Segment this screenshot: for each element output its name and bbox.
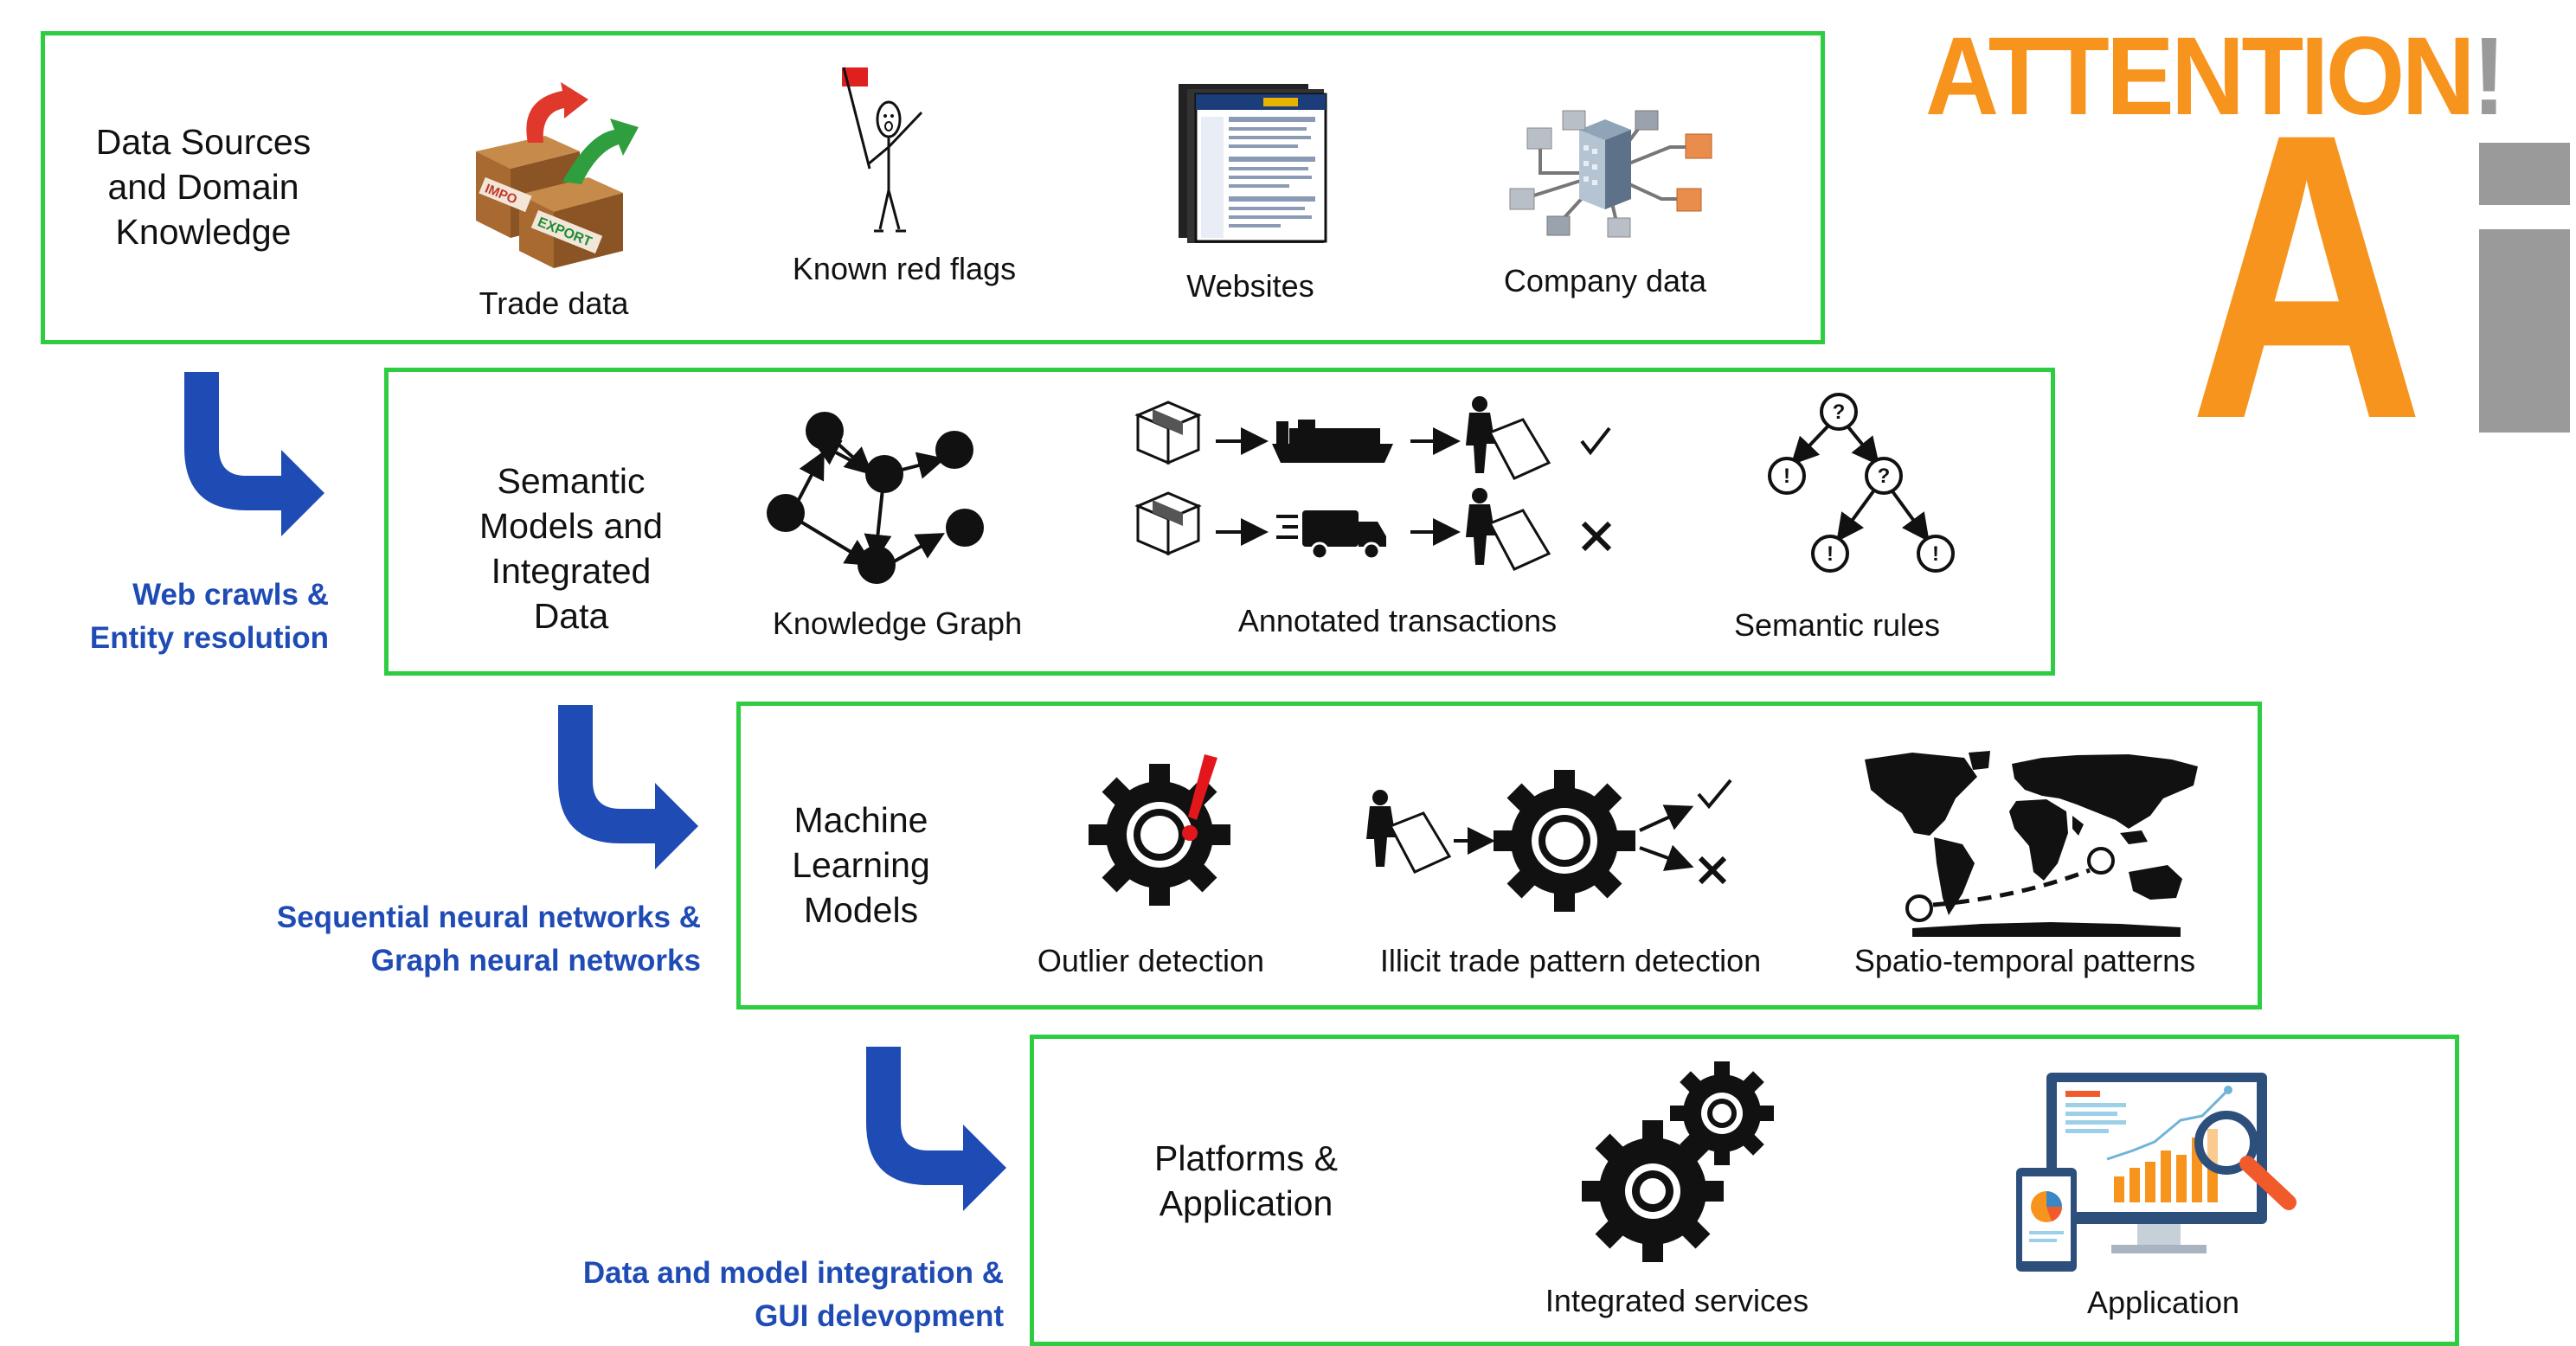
rule-node-exclaim: ! — [1932, 542, 1939, 566]
layer-data-sources-box — [41, 31, 1825, 344]
semantic-rules-tree-icon: ? ! ? ! ! — [1768, 393, 1955, 573]
knowledge-graph-icon — [767, 412, 984, 584]
step-data-model-integration-gui: Data and model integration & GUI delevop… — [582, 1256, 1004, 1333]
caption-annotated-transactions: Annotated transactions — [1237, 603, 1558, 638]
caption-spatio-temporal-patterns: Spatio-temporal patterns — [1853, 943, 2196, 978]
caption-knowledge-graph: Knowledge Graph — [772, 606, 1023, 641]
caption-websites: Websites — [1186, 268, 1314, 304]
package-icon — [1134, 401, 1202, 465]
worker-cart-icon — [1466, 488, 1551, 571]
flow-arrow-1 — [184, 372, 324, 536]
outlier-detection-gear-icon — [1089, 754, 1230, 906]
step-sequential-graph-neural-networks: Sequential neural networks & Graph neura… — [276, 901, 701, 977]
caption-application: Application — [2086, 1285, 2240, 1320]
layer-machine-learning-title: Machine Learning Models — [792, 800, 930, 930]
rule-node-exclaim: ! — [1827, 542, 1834, 566]
caption-trade-data: Trade data — [479, 285, 629, 321]
red-flag-figure-icon — [842, 67, 923, 233]
layer-data-sources-title: Data Sources and Domain Knowledge — [95, 122, 312, 252]
websites-icon — [1179, 84, 1327, 243]
flow-arrow-3 — [866, 1047, 1006, 1211]
brand-bang: ! — [2471, 15, 2506, 138]
rule-node-question: ? — [1878, 465, 1891, 488]
layer-machine-learning-box — [736, 702, 2262, 1010]
ai-logo-a: A — [2189, 49, 2425, 503]
caption-company-data: Company data — [1503, 263, 1707, 298]
layer-semantic-models-box — [384, 368, 2055, 676]
worker-cart-icon — [1466, 396, 1551, 480]
company-data-network-icon — [1509, 110, 1712, 238]
caption-illicit-trade-pattern-detection: Illicit trade pattern detection — [1379, 943, 1762, 978]
ai-logo-i — [2479, 143, 2570, 433]
attention-logo-text: ATTENTION! — [1925, 13, 2506, 140]
layer-semantic-models-title: Semantic Models and Integrated Data — [479, 461, 663, 636]
package-icon — [1134, 491, 1202, 556]
trade-crates-icon: IMPO EXPORT — [476, 82, 639, 268]
world-map-icon — [1865, 751, 2198, 937]
cross-icon — [1581, 521, 1612, 552]
step-web-crawls-entity-resolution: Web crawls & Entity resolution — [89, 578, 329, 655]
flow-arrow-2 — [558, 705, 698, 869]
caption-integrated-services: Integrated services — [1545, 1283, 1809, 1318]
delivery-truck-icon — [1276, 510, 1386, 561]
illicit-trade-pattern-icon — [1366, 770, 1732, 912]
caption-outlier-detection: Outlier detection — [1037, 943, 1265, 978]
integrated-services-gears-icon — [1582, 1061, 1774, 1262]
caption-known-red-flags: Known red flags — [792, 251, 1017, 286]
application-dashboard-icon — [2016, 1073, 2297, 1272]
layer-platforms-title: Platforms & Application — [1154, 1138, 1338, 1223]
cargo-ship-icon — [1272, 420, 1393, 463]
brand-word: ATTENTION — [1925, 15, 2476, 138]
rule-node-question: ? — [1833, 401, 1846, 424]
worker-cart-icon — [1366, 790, 1452, 874]
caption-semantic-rules: Semantic rules — [1733, 607, 1941, 643]
annotated-transactions-icon — [1134, 396, 1612, 571]
rule-node-exclaim: ! — [1783, 465, 1790, 488]
